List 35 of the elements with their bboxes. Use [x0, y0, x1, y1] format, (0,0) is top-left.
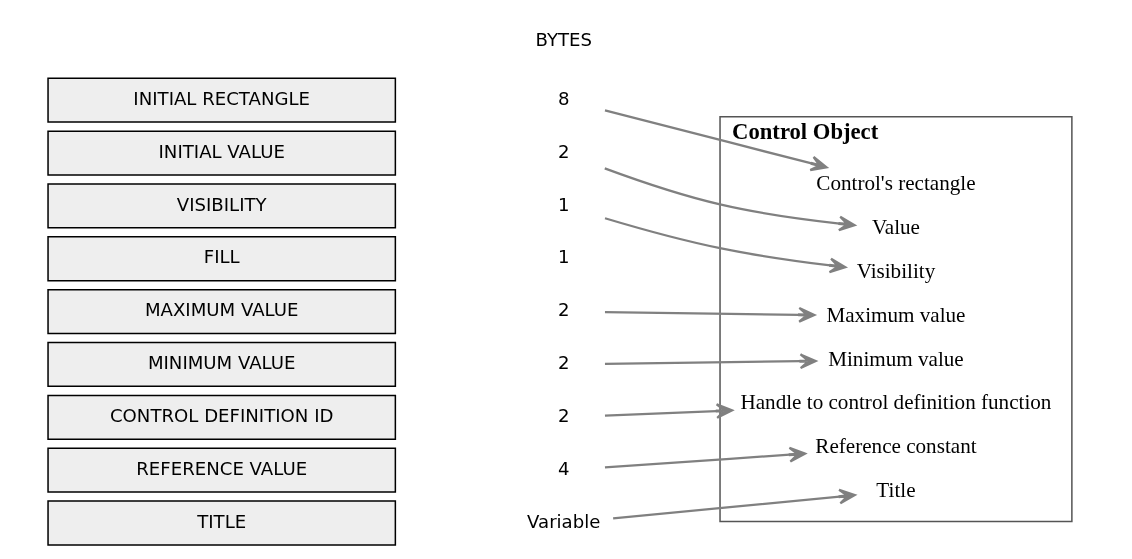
- node-text: 8: [557, 87, 570, 109]
- node-text: Value: [871, 215, 921, 240]
- label: BYTES: [535, 28, 592, 50]
- arrow: [604, 306, 816, 323]
- node-text: 1: [557, 193, 570, 215]
- node-box: MINIMUM VALUE: [47, 341, 397, 388]
- arrow: [604, 403, 734, 419]
- node-text: Minimum value: [828, 346, 964, 371]
- node-box: CONTROL DEFINITION ID: [47, 394, 397, 440]
- node-box: FILL: [47, 236, 397, 282]
- node-text: 1: [557, 246, 570, 268]
- node-text: Control's rectangle: [816, 171, 976, 196]
- node-text: Title: [876, 477, 916, 502]
- node-box: INITIAL VALUE: [47, 130, 397, 176]
- arrow: [604, 353, 817, 370]
- node-text: Reference constant: [815, 434, 977, 459]
- arrow: [604, 167, 856, 232]
- node-box: MAXIMUM VALUE: [47, 288, 397, 335]
- arrow: [613, 488, 856, 520]
- node-text: Handle to control definition function: [740, 390, 1052, 415]
- node-text: Maximum value: [826, 302, 966, 327]
- arrow: [604, 109, 828, 172]
- node-text: Variable: [527, 510, 601, 532]
- arrow: [604, 446, 807, 469]
- node-box: REFERENCE VALUE: [47, 447, 397, 493]
- node-text: 2: [557, 140, 570, 162]
- node-text: 4: [557, 457, 570, 479]
- node-box: INITIAL RECTANGLE: [47, 77, 397, 123]
- arrow: [604, 217, 847, 274]
- node-text: 2: [557, 404, 570, 426]
- node-text: 2: [557, 352, 570, 374]
- node-box: VISIBILITY: [47, 183, 397, 229]
- node-text: 2: [557, 299, 570, 321]
- node-box: TITLE: [47, 500, 397, 546]
- node-text: Visibility: [856, 258, 936, 283]
